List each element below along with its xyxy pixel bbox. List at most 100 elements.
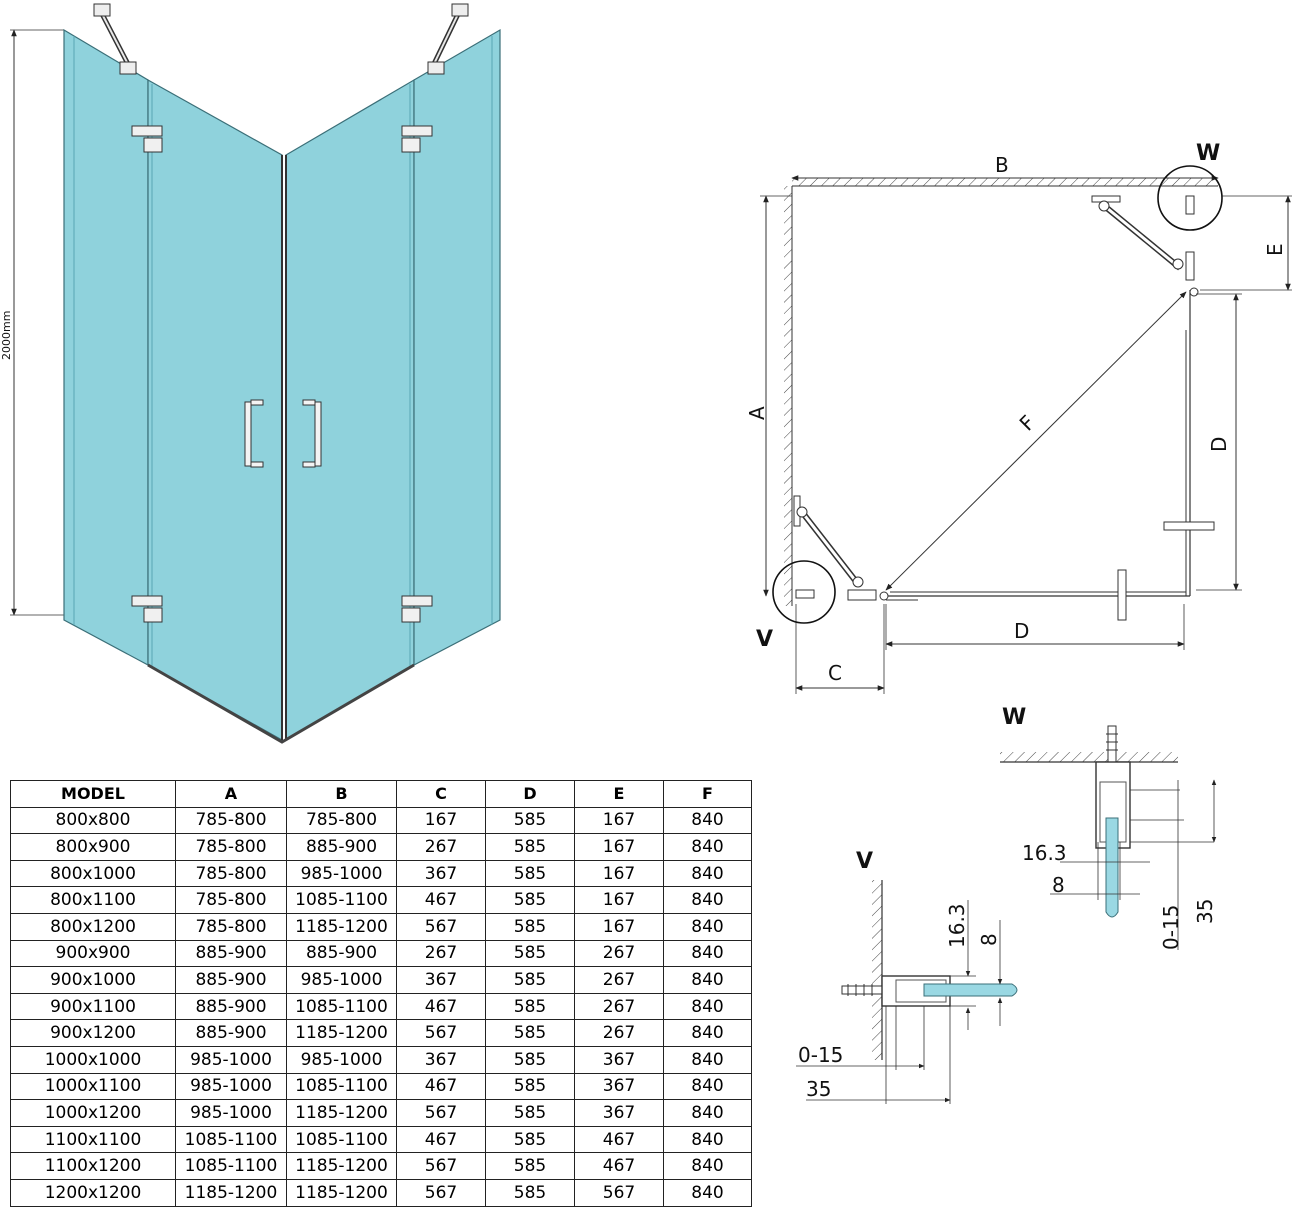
- detail-w-dim-35: 35: [1193, 899, 1217, 924]
- table-cell: 900x1200: [10, 1019, 176, 1047]
- table-cell: 785-800: [175, 912, 287, 941]
- left-stabilizer-bar-icon: [93, 3, 137, 75]
- table-cell: 585: [485, 1099, 575, 1127]
- right-door-glass: [285, 78, 415, 742]
- table-cell: 585: [485, 966, 575, 994]
- table-cell: 840: [663, 1099, 752, 1127]
- table-cell: 367: [396, 859, 486, 888]
- detail-v-dim-8: 8: [977, 933, 1001, 946]
- column-header: F: [663, 780, 752, 808]
- dim-label-f: F: [1015, 410, 1040, 435]
- table-cell: 1185-1200: [286, 1152, 397, 1180]
- detail-w-dim-16-3: 16.3: [1022, 841, 1067, 865]
- table-cell: 785-800: [175, 886, 287, 914]
- table-cell: 267: [574, 992, 664, 1021]
- hinge-icon: [131, 125, 163, 153]
- table-cell: 1185-1200: [286, 912, 397, 941]
- table-cell: 840: [663, 1178, 752, 1207]
- table-cell: 785-800: [175, 833, 287, 861]
- table-cell: 1085-1100: [286, 1125, 397, 1154]
- dim-label-c: C: [828, 661, 842, 685]
- table-cell: 840: [663, 992, 752, 1021]
- table-cell: 1185-1200: [286, 1019, 397, 1047]
- table-cell: 985-1000: [175, 1045, 287, 1074]
- table-cell: 167: [574, 912, 664, 941]
- table-cell: 585: [485, 1045, 575, 1074]
- table-cell: 885-900: [175, 992, 287, 1021]
- table-cell: 800x900: [10, 833, 176, 861]
- column-header: MODEL: [10, 780, 176, 808]
- table-cell: 840: [663, 833, 752, 861]
- table-cell: 567: [396, 912, 486, 941]
- detail-v-marker: V: [756, 627, 773, 652]
- detail-w-dim-8: 8: [1052, 873, 1065, 897]
- table-cell: 1185-1200: [286, 1099, 397, 1127]
- table-cell: 267: [574, 939, 664, 968]
- table-cell: 800x1200: [10, 912, 176, 941]
- dim-label-d-bottom: D: [1014, 619, 1029, 643]
- table-cell: 840: [663, 886, 752, 914]
- table-cell: 367: [396, 966, 486, 994]
- table-cell: 840: [663, 1072, 752, 1101]
- table-cell: 585: [485, 859, 575, 888]
- table-cell: 167: [574, 886, 664, 914]
- table-cell: 367: [396, 1045, 486, 1074]
- table-cell: 840: [663, 966, 752, 994]
- table-cell: 840: [663, 1019, 752, 1047]
- table-cell: 585: [485, 912, 575, 941]
- table-cell: 840: [663, 1045, 752, 1074]
- table-cell: 1100x1200: [10, 1152, 176, 1180]
- table-cell: 585: [485, 806, 575, 835]
- table-cell: 1000x1200: [10, 1099, 176, 1127]
- plan-view: B A F: [745, 141, 1292, 694]
- table-cell: 585: [485, 1178, 575, 1207]
- table-cell: 1185-1200: [286, 1178, 397, 1207]
- table-cell: 1000x1000: [10, 1045, 176, 1074]
- detail-v-dim-35: 35: [806, 1077, 831, 1101]
- table-cell: 800x1000: [10, 859, 176, 888]
- table-cell: 267: [574, 1019, 664, 1047]
- dim-label-b: B: [995, 153, 1009, 177]
- left-wall-hatch: [784, 186, 792, 606]
- table-cell: 1185-1200: [175, 1178, 287, 1207]
- hinge-icon: [401, 595, 433, 623]
- table-cell: 885-900: [286, 833, 397, 861]
- table-cell: 567: [396, 1019, 486, 1047]
- detail-w-marker: W: [1196, 141, 1220, 166]
- table-cell: 467: [574, 1125, 664, 1154]
- dim-label-e: E: [1263, 243, 1287, 256]
- table-cell: 567: [396, 1152, 486, 1180]
- table-cell: 840: [663, 1125, 752, 1154]
- table-cell: 1085-1100: [286, 886, 397, 914]
- table-cell: 367: [574, 1045, 664, 1074]
- right-stabilizer-bar-icon: [427, 3, 469, 75]
- table-cell: 1000x1100: [10, 1072, 176, 1101]
- table-cell: 1200x1200: [10, 1178, 176, 1207]
- table-cell: 585: [485, 992, 575, 1021]
- dim-label-d-right: D: [1207, 437, 1231, 452]
- table-cell: 367: [574, 1099, 664, 1127]
- table-cell: 1085-1100: [175, 1152, 287, 1180]
- detail-v-dim-0-15: 0-15: [798, 1043, 843, 1067]
- table-cell: 785-800: [175, 859, 287, 888]
- column-header: A: [175, 780, 287, 808]
- table-cell: 585: [485, 1125, 575, 1154]
- table-cell: 167: [574, 859, 664, 888]
- table-cell: 567: [396, 1099, 486, 1127]
- table-cell: 1085-1100: [286, 1072, 397, 1101]
- table-cell: 840: [663, 912, 752, 941]
- right-fixed-glass-panel: [413, 28, 501, 666]
- table-cell: 785-800: [175, 806, 287, 835]
- plan-handle-icon: [1163, 521, 1215, 531]
- table-cell: 585: [485, 1152, 575, 1180]
